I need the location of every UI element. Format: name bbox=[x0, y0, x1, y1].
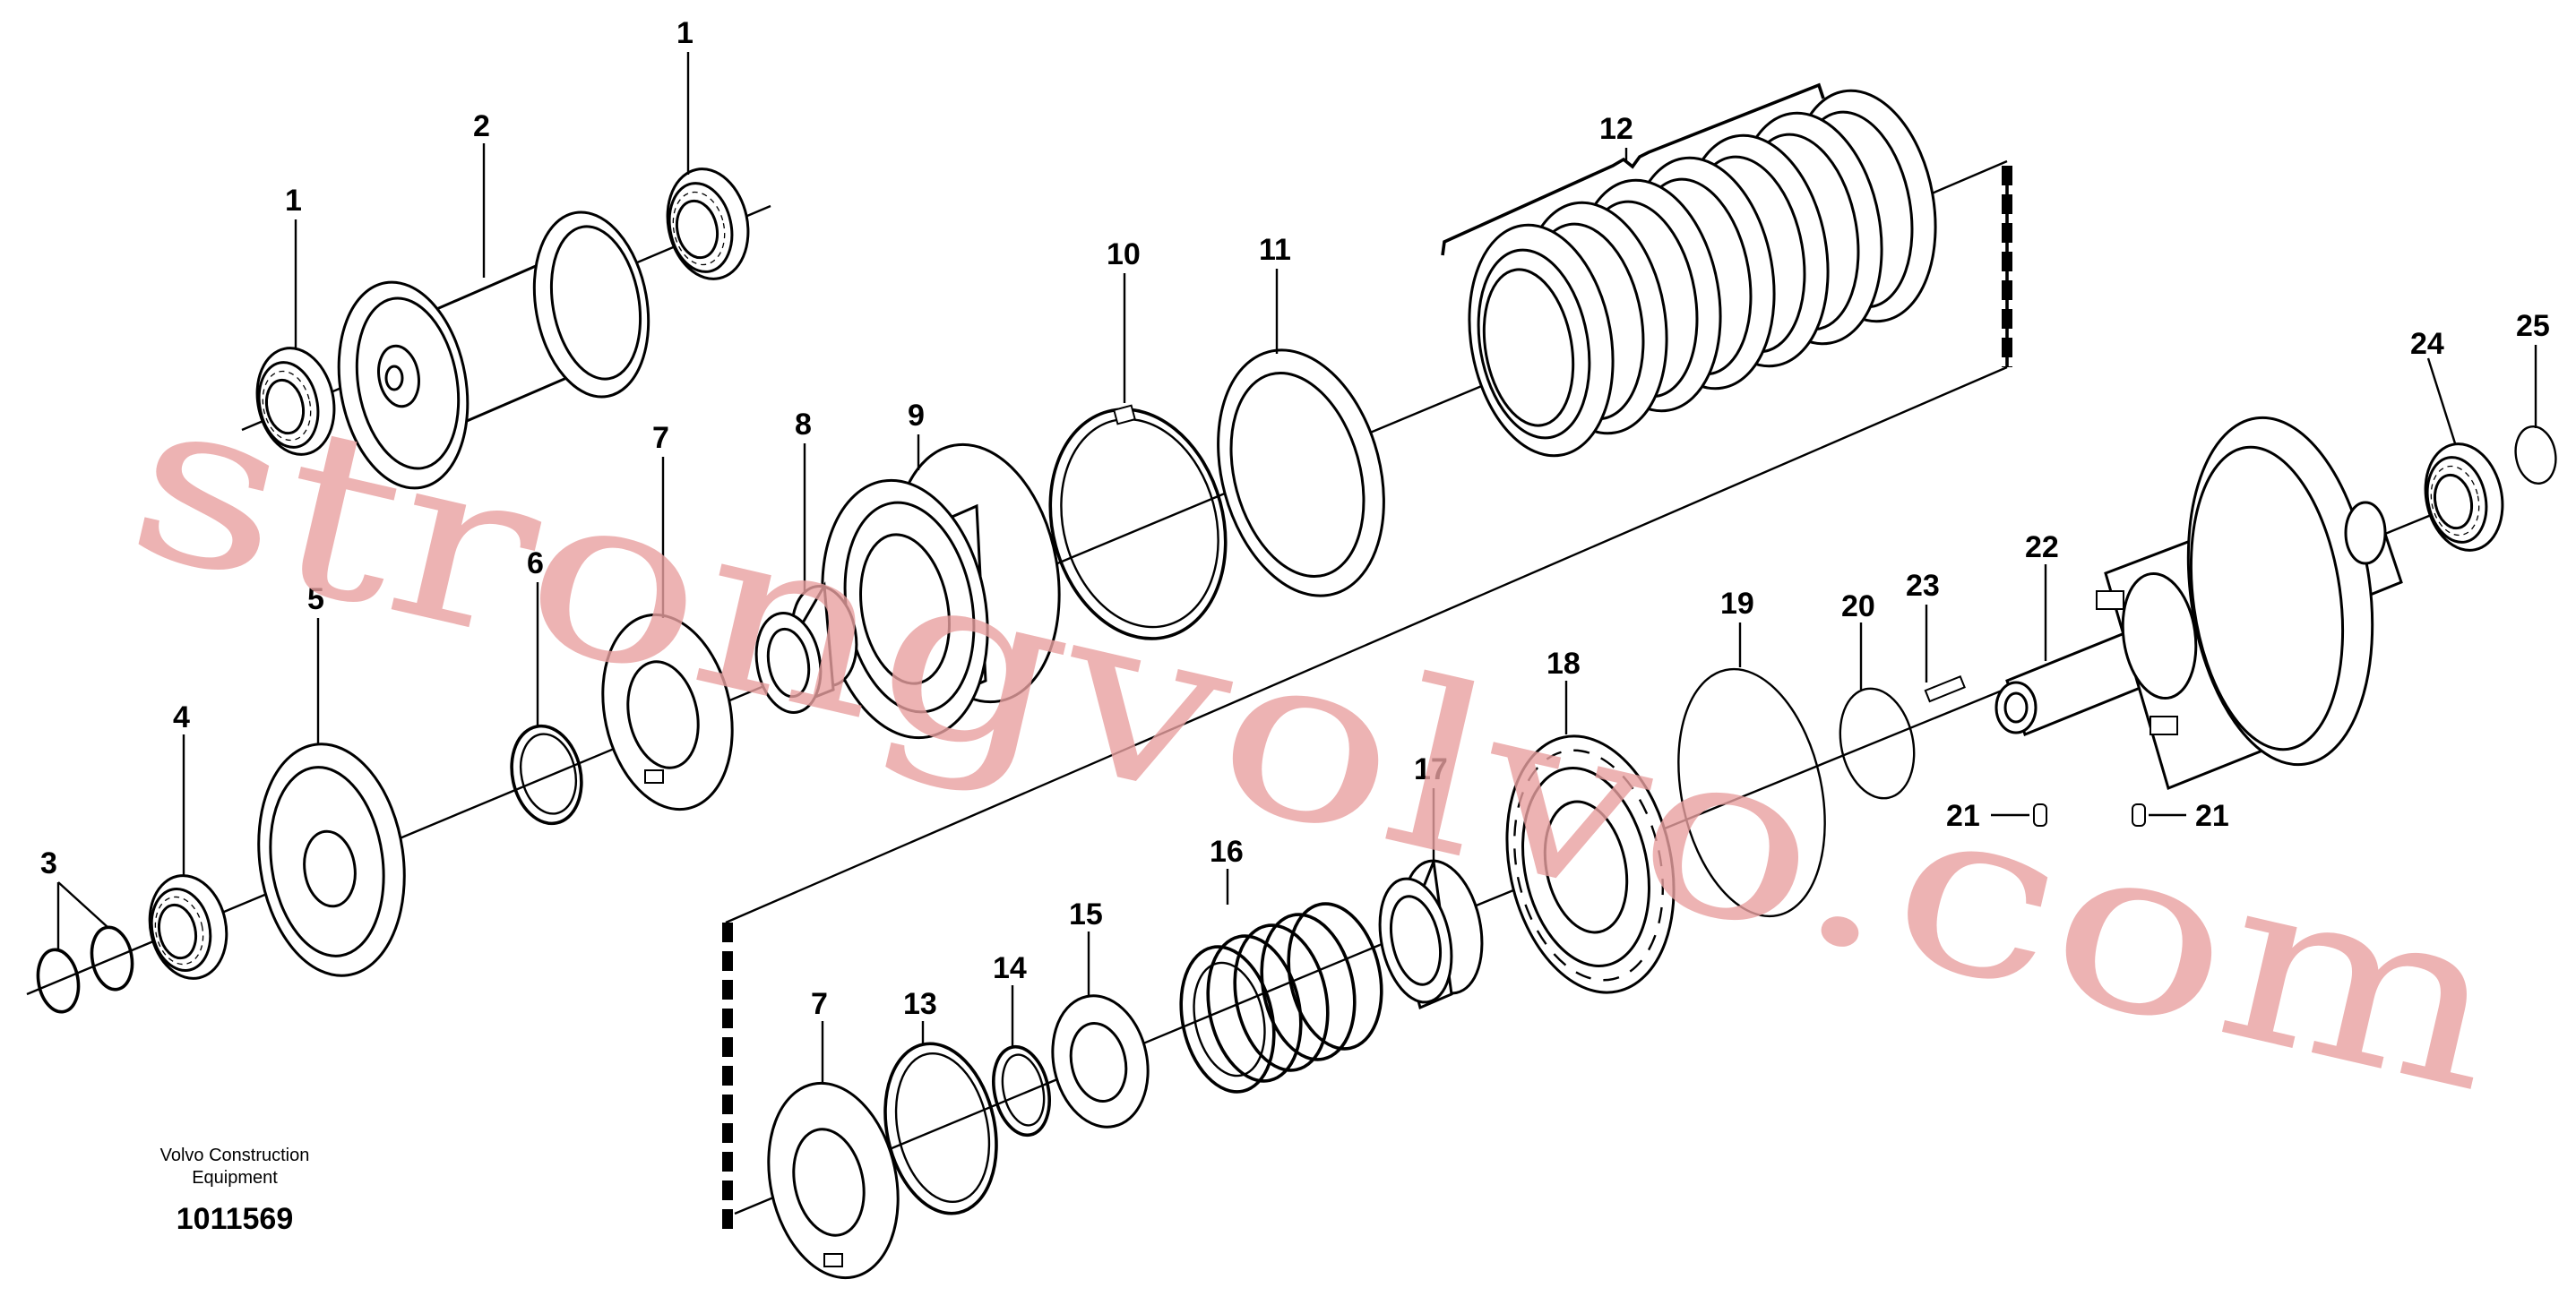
o-ring-25 bbox=[2514, 425, 2557, 485]
callout-23: 23 bbox=[1906, 569, 1940, 603]
pin-23 bbox=[1924, 674, 1966, 703]
thrust-washer-7-lower bbox=[767, 1081, 900, 1280]
bearing-24 bbox=[2424, 442, 2504, 552]
callout-1-left: 1 bbox=[285, 184, 302, 218]
callout-22: 22 bbox=[2025, 530, 2059, 564]
gear-9 bbox=[821, 442, 1061, 740]
callout-14: 14 bbox=[993, 951, 1027, 985]
callout-2: 2 bbox=[473, 109, 490, 143]
callout-6: 6 bbox=[527, 546, 544, 580]
callout-21-left: 21 bbox=[1946, 799, 1980, 833]
document-number: 1011569 bbox=[177, 1202, 294, 1236]
seal-ring-19 bbox=[1677, 667, 1826, 918]
callout-8: 8 bbox=[795, 408, 812, 442]
spring-retainer-17 bbox=[1378, 856, 1484, 1010]
callout-9: 9 bbox=[908, 399, 925, 433]
bearing-4 bbox=[148, 874, 228, 980]
leader-lines bbox=[56, 52, 2537, 1084]
publisher-line-2: Equipment bbox=[192, 1168, 278, 1188]
needle-bearing-8 bbox=[754, 581, 858, 714]
thrust-washer-7-upper bbox=[601, 613, 734, 811]
dowel-pin-21-left bbox=[2033, 803, 2047, 827]
plate-11 bbox=[1217, 348, 1385, 597]
snap-ring-10 bbox=[1048, 404, 1228, 640]
o-ring-20 bbox=[1839, 687, 1916, 800]
dowel-pin-21-right bbox=[2132, 803, 2146, 827]
snap-ring-6 bbox=[510, 724, 583, 826]
callout-5: 5 bbox=[307, 582, 324, 616]
bearing-1-right bbox=[666, 167, 750, 280]
brace-12 bbox=[1441, 82, 1825, 256]
callout-labels: 1 2 1 12 10 11 25 24 9 8 7 6 5 4 3 22 23… bbox=[40, 16, 2550, 1021]
callout-11: 11 bbox=[1259, 233, 1291, 267]
clutch-shaft-22 bbox=[1994, 416, 2403, 791]
callout-20: 20 bbox=[1841, 589, 1875, 623]
callout-7-upper: 7 bbox=[652, 421, 669, 455]
washer-15 bbox=[1051, 994, 1150, 1129]
publisher-line-1: Volvo Construction bbox=[160, 1146, 310, 1165]
callout-16: 16 bbox=[1210, 835, 1244, 869]
callout-15: 15 bbox=[1069, 897, 1103, 932]
callout-7-lower: 7 bbox=[811, 987, 828, 1021]
callout-13: 13 bbox=[903, 987, 937, 1021]
callout-21-right: 21 bbox=[2195, 799, 2229, 833]
clutch-disc-pack-12 bbox=[1468, 89, 1937, 458]
callout-17: 17 bbox=[1414, 752, 1448, 786]
countershaft-2 bbox=[337, 210, 650, 490]
callout-12: 12 bbox=[1599, 112, 1633, 146]
callout-25: 25 bbox=[2516, 309, 2550, 343]
callout-18: 18 bbox=[1546, 647, 1581, 681]
callout-1-top-right: 1 bbox=[676, 16, 694, 50]
gear-5 bbox=[257, 743, 406, 977]
callout-24: 24 bbox=[2410, 327, 2444, 361]
spring-16 bbox=[1179, 902, 1383, 1094]
piston-18 bbox=[1505, 734, 1676, 994]
bearing-1-left bbox=[255, 347, 336, 456]
callout-19: 19 bbox=[1720, 587, 1754, 621]
callout-4: 4 bbox=[173, 700, 190, 734]
ring-13 bbox=[883, 1042, 998, 1215]
callout-3: 3 bbox=[40, 846, 57, 880]
figure-caption: Volvo Construction Equipment 1011569 bbox=[160, 1146, 310, 1236]
callout-10: 10 bbox=[1107, 237, 1141, 271]
